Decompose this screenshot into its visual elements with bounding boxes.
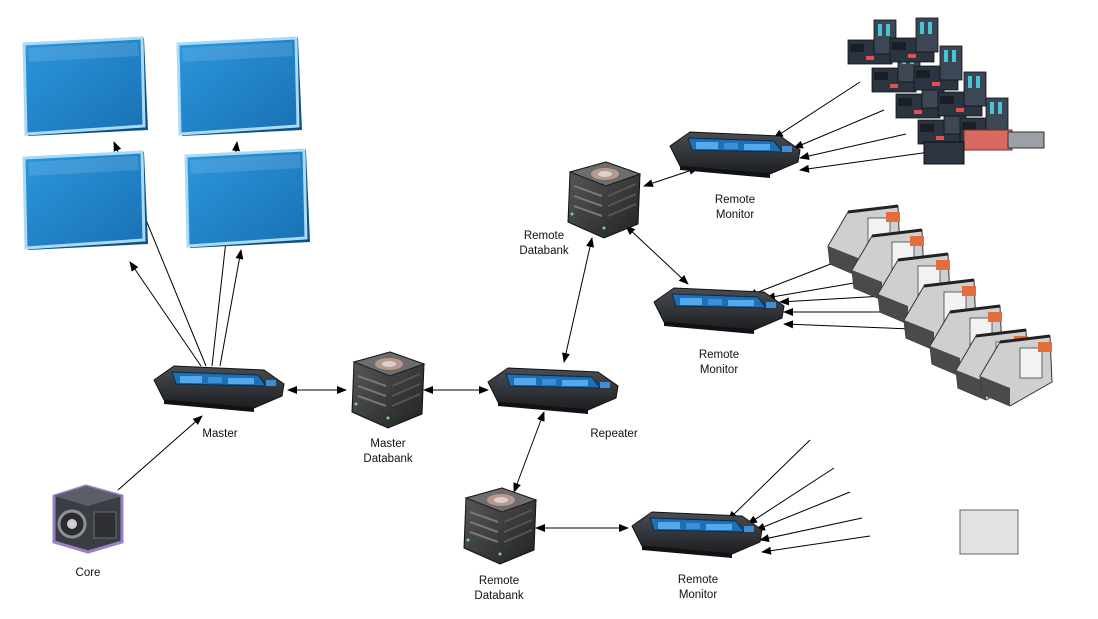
remote-databank-bottom-icon <box>463 487 537 565</box>
display-screen-icon <box>22 36 150 138</box>
remote-monitor-3-icon <box>631 511 763 559</box>
master-console-icon <box>153 365 285 413</box>
arrow-repeater-rdb-top <box>562 237 594 363</box>
core-label: Core <box>75 567 101 579</box>
remote-group-2-units <box>826 204 1054 408</box>
remote-group-3-units <box>959 509 1019 555</box>
connector-lines <box>113 81 937 555</box>
master-databank-icon <box>351 351 425 429</box>
arrow-repeater-rdb-bottom <box>513 411 545 493</box>
repeater-console-icon <box>487 367 619 415</box>
arrow-core-master <box>117 415 203 491</box>
display-screen-icon <box>22 150 150 252</box>
remote-databank-top-icon <box>567 161 641 239</box>
arrow-rdb-top-rm2 <box>625 225 689 285</box>
repeater-label: Repeater <box>590 428 638 440</box>
display-screen-icon <box>184 148 312 250</box>
remote-monitor-2-icon <box>653 287 785 335</box>
arrow-master-screen-3 <box>129 261 202 367</box>
master-label: Master <box>202 428 238 440</box>
arrow-rdb-top-rm1 <box>643 167 699 187</box>
display-screen-icon <box>176 36 304 138</box>
core-cube-icon <box>52 484 124 554</box>
arrow-master-screen-4 <box>219 249 244 367</box>
remote-group-1-units <box>847 17 1045 165</box>
